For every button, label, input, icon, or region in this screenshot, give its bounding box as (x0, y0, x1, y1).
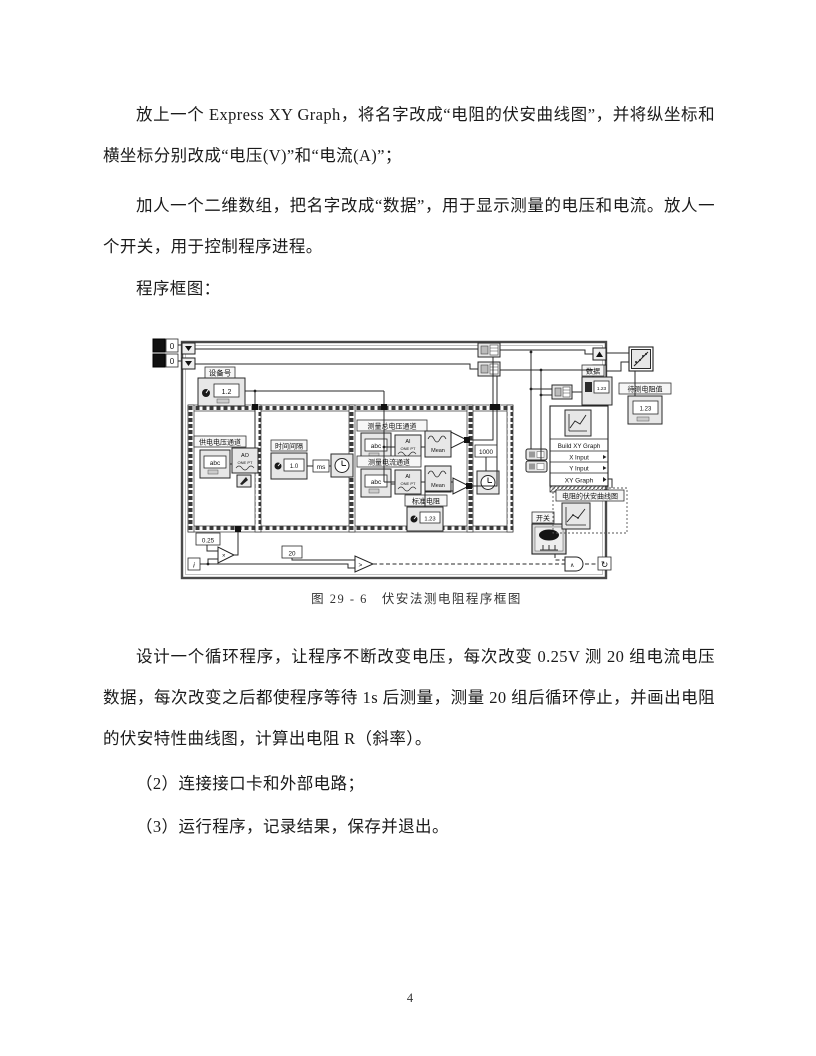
mean-icon: Mean (424, 430, 452, 458)
measure-current-label: 测量电流通道 (368, 458, 410, 467)
wait-1000ms: 1000 (474, 444, 500, 495)
paragraph-5: （2）连接接口卡和外部电路； (136, 774, 365, 793)
and-gate: ∧ (564, 556, 584, 572)
standard-resistor-value: 1.23 (424, 517, 435, 523)
ao-icon-text: AO (241, 453, 250, 459)
ai-one-pt-icon (394, 469, 422, 495)
sequence-tunnel (466, 483, 472, 489)
xy-graph-label: XY Graph (565, 478, 594, 485)
and-glyph: ∧ (570, 563, 574, 569)
measured-resistance-label: 待测电阻值 (628, 385, 663, 394)
wires (178, 344, 636, 569)
continue-glyph: ↻ (601, 560, 609, 570)
standard-resistor-control: 标准电阻 1.23 (404, 494, 448, 532)
ai-icon-text: AI (405, 474, 411, 480)
switch-label: 开关 (536, 514, 550, 523)
array-constant-y: 0 0 (152, 353, 179, 368)
ms-text: ms (317, 464, 326, 471)
measured-resistance-indicator: 待测电阻值 1.23 (618, 382, 672, 425)
data-label: 数据 (586, 367, 600, 376)
array-index: 0 (157, 357, 162, 366)
voltage-step-logic: 0.25 × i 20 > (187, 532, 375, 573)
measure-total-voltage-channel: 测量总电压通道 abc AI ONE PT Mean (356, 419, 469, 462)
mean-text: Mean (431, 448, 445, 454)
paragraph-1: 放上一个 Express XY Graph，将名字改成“电阻的伏安曲线图”，并将… (103, 105, 715, 165)
array-constant-x: 0 0 (152, 338, 179, 353)
supply-voltage-channel: 供电电压通道 abc AO ONE PT (193, 435, 259, 488)
constant-1000: 1000 (479, 449, 494, 456)
array-value: 0 (170, 342, 175, 351)
iteration-glyph: i (193, 561, 195, 570)
data-value: 1.23 (597, 386, 607, 392)
switch-control: 开关 (531, 511, 567, 555)
ai-icon-subtext: ONE PT (401, 446, 416, 451)
vi-curve-graph-indicator: 电阻的伏安曲线图 (552, 487, 628, 534)
array-index: 0 (157, 342, 162, 351)
measure-current-channel: 测量电流通道 abc AI ONE PT Mean (356, 455, 471, 498)
greater-than-glyph: > (359, 562, 363, 569)
paragraph-2: 加人一个二维数组，把名字改成“数据”，用于显示测量的电压和电流。放人一个开关，用… (103, 196, 715, 256)
build-xy-title: Build XY Graph (558, 443, 601, 450)
constant-20: 20 (288, 551, 296, 558)
mean-text: Mean (431, 483, 445, 489)
ai-icon-text: AI (405, 439, 411, 445)
sequence-tunnel (464, 437, 470, 443)
sequence-tunnel (381, 404, 387, 410)
ao-one-pt-icon (231, 447, 259, 474)
time-interval-value: 1.0 (290, 464, 299, 470)
device-number-value: 1.2 (222, 389, 232, 396)
paragraph-4: 设计一个循环程序，让程序不断改变电压，每次改变 0.25V 测 20 组电流电压… (103, 647, 715, 748)
device-number-label: 设备号 (209, 368, 232, 378)
build-array-node (551, 384, 573, 400)
string-control-abc: abc (371, 443, 382, 450)
array-value: 0 (170, 357, 175, 366)
sequence-tunnel (252, 404, 258, 410)
string-control-abc: abc (210, 460, 221, 467)
time-interval-label: 时间间隔 (275, 442, 303, 451)
paragraph-6: （3）运行程序，记录结果，保存并退出。 (136, 817, 449, 836)
toggle-switch-icon (539, 529, 559, 541)
build-xy-graph-vi: Build XY Graph X Input Y Input XY Graph (525, 405, 609, 493)
insert-array-node-1 (477, 342, 501, 358)
x-input-label: X Input (569, 455, 589, 462)
divide-node (450, 431, 469, 449)
figure-caption: 图 29 - 6 伏安法测电阻程序框图 (311, 592, 522, 606)
measure-voltage-label: 测量总电压通道 (368, 422, 417, 431)
y-input-label: Y Input (569, 466, 589, 473)
ai-icon-subtext: ONE PT (401, 481, 416, 486)
page-number: 4 (406, 991, 414, 1005)
constant-0-25: 0.25 (202, 538, 215, 545)
string-control-abc: abc (371, 479, 382, 486)
mean-icon: Mean (424, 465, 452, 493)
loop-condition-terminal: ↻ (597, 556, 612, 571)
measured-resistance-value: 1.23 (640, 407, 652, 413)
linear-fit-icon (628, 346, 654, 372)
divide-node (452, 477, 471, 495)
block-diagram-svg: 0 0 0 0 (152, 338, 672, 580)
labview-block-diagram-figure: 0 0 0 0 (145, 333, 688, 585)
insert-array-node-2 (477, 361, 501, 377)
sequence-tunnel (490, 404, 500, 410)
curve-graph-label: 电阻的伏安曲线图 (562, 492, 618, 501)
shift-register-left-icons (181, 342, 196, 370)
supply-voltage-channel-label: 供电电压通道 (199, 438, 241, 447)
sequence-tunnel (235, 526, 241, 532)
time-interval: 时间间隔 1.0 ms (270, 439, 354, 480)
device-number-control: 设备号 1.2 (197, 366, 246, 407)
wait-clock-icon (330, 453, 354, 478)
paragraph-3: 程序框图： (136, 279, 221, 298)
ao-icon-subtext: ONE PT (238, 460, 253, 465)
multiply-node (217, 546, 236, 564)
standard-resistor-label: 标准电阻 (412, 497, 440, 506)
greater-than-node (354, 555, 375, 573)
multiply-glyph: × (222, 554, 226, 560)
wait-clock-icon (476, 470, 500, 495)
